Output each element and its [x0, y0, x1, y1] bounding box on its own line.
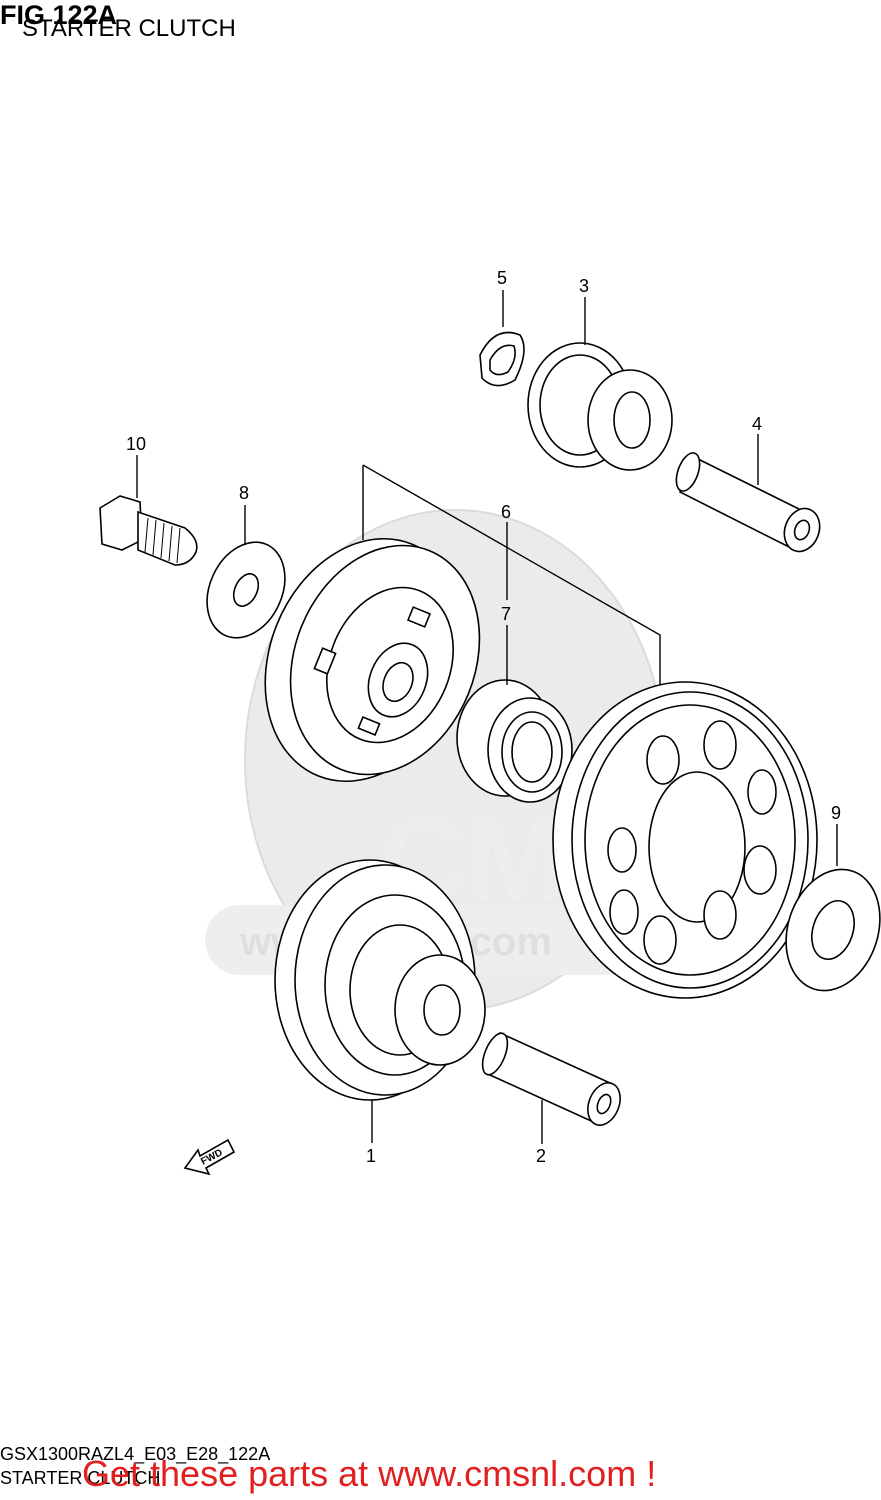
part-8-washer: [206, 505, 286, 639]
figure-title: STARTER CLUTCH: [22, 15, 236, 42]
callout-7: 7: [501, 604, 511, 624]
callout-2: 2: [536, 1146, 546, 1166]
diagram-name: STARTER CLUTCH: [0, 1468, 161, 1488]
callout-10: 10: [126, 434, 146, 454]
group-bracket: [362, 464, 661, 700]
promo-banner-link[interactable]: Get these parts at www.cmsnl.com !: [82, 1453, 657, 1494]
callout-labels: 1 2 3 4 5 6 7 8 9 10: [126, 268, 841, 1166]
part-2-shaft: [481, 1031, 621, 1144]
callout-8: 8: [239, 483, 249, 503]
part-5-ring: [479, 290, 525, 387]
part-6-clutch-housing: [264, 537, 481, 783]
part-4-shaft: [675, 434, 821, 553]
callout-3: 3: [579, 276, 589, 296]
figure-number: FIG 122A: [0, 0, 118, 30]
part-7-needle-bearing: [456, 522, 573, 803]
callout-4: 4: [752, 414, 762, 434]
part-10-bolt: [99, 455, 198, 566]
part-3-idle-gear: [527, 297, 673, 471]
diagram-code: GSX1300RAZL4_E03_E28_122A: [0, 1444, 271, 1464]
fwd-arrow-icon: FWD: [183, 1138, 236, 1176]
part-driven-gear: [552, 681, 818, 999]
callout-9: 9: [831, 803, 841, 823]
part-1-clutch-gear: [274, 859, 486, 1143]
callout-5: 5: [497, 268, 507, 288]
callout-6: 6: [501, 502, 511, 522]
callout-1: 1: [366, 1146, 376, 1166]
part-9-washer: [785, 824, 881, 992]
